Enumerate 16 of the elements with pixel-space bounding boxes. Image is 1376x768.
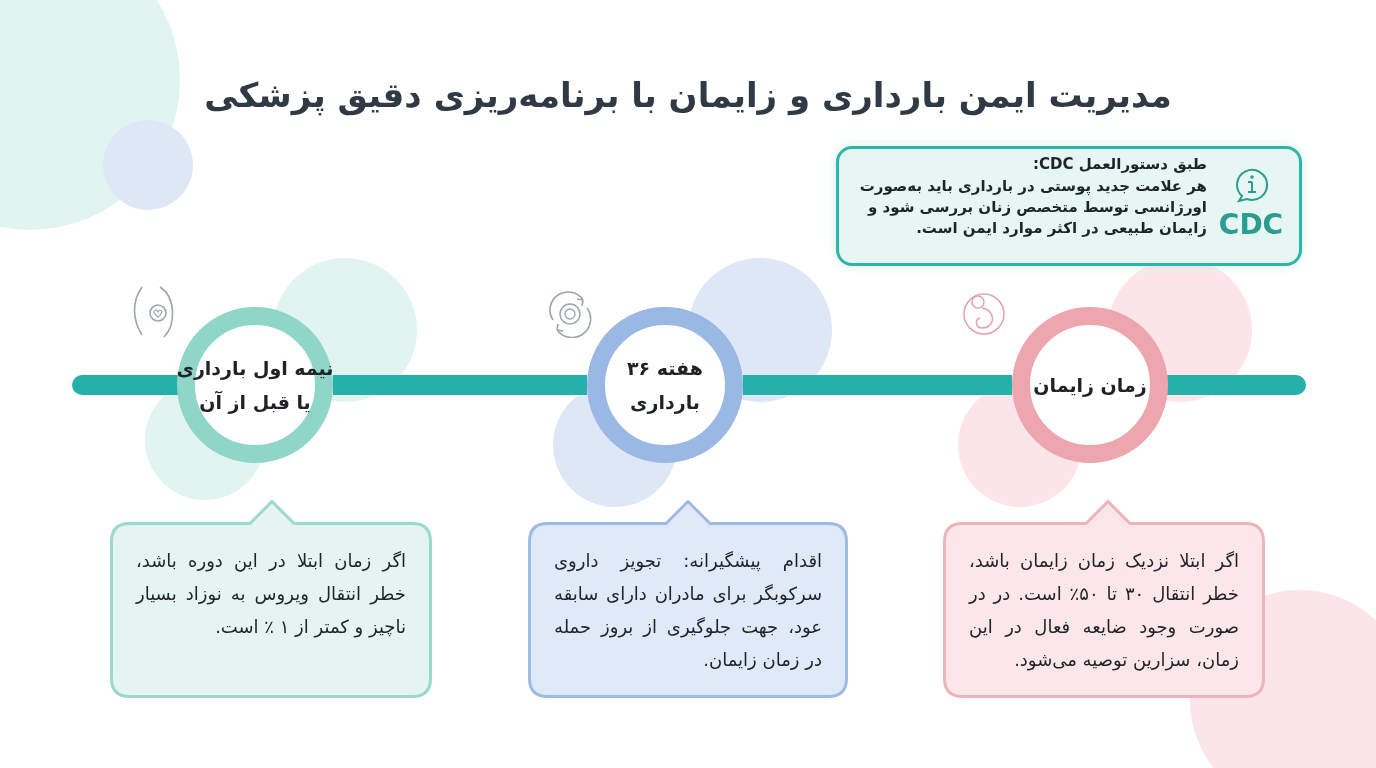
title: مدیریت ایمن بارداری و زایمان با برنامه‌ریزی دقیق پزشکی (203, 74, 1173, 118)
callout-box (528, 500, 848, 698)
callout-text: اقدام پیشگیرانه: تجویز داروی سرکوبگر برای مادران دارای سابقه عود، جهت جلوگیری از بروز حمله در زمان زایمان. (554, 549, 822, 672)
note-heading: طبق دستورالعمل CDC: (1032, 154, 1207, 175)
milestone-label: زمان زایمان (1032, 373, 1148, 399)
callout-box (943, 500, 1265, 698)
milestone-label: نیمه اول بارداری یا قبل از آن (175, 356, 335, 416)
callout-text: اگر زمان ابتلا در این دوره باشد، خطر انتقال ویروس به نوزاد بسیار ناچیز و کمتر از ۱ ٪ است. (136, 549, 406, 640)
callout-box (110, 500, 432, 698)
timeline-bar (333, 375, 587, 395)
note-box (836, 146, 1302, 266)
organization-label: CDC (1218, 209, 1284, 241)
callout-text: اگر ابتلا نزدیک زمان زایمان باشد، خطر انتقال ۳۰ تا ۵۰٪ است. در در صورت وجود ضایعه فعال در این زمان، سزارین توصیه می‌شود. (969, 549, 1239, 673)
timeline-bar (743, 375, 1012, 395)
note-text: هر علامت جدید پوستی در بارداری باید به‌صورت اورژانسی توسط متخصص زنان بررسی شود و زایمان طبیعی در اکثر موارد ایمن است. (858, 176, 1207, 239)
milestone-label: هفته ۳۶ بارداری (626, 356, 704, 416)
